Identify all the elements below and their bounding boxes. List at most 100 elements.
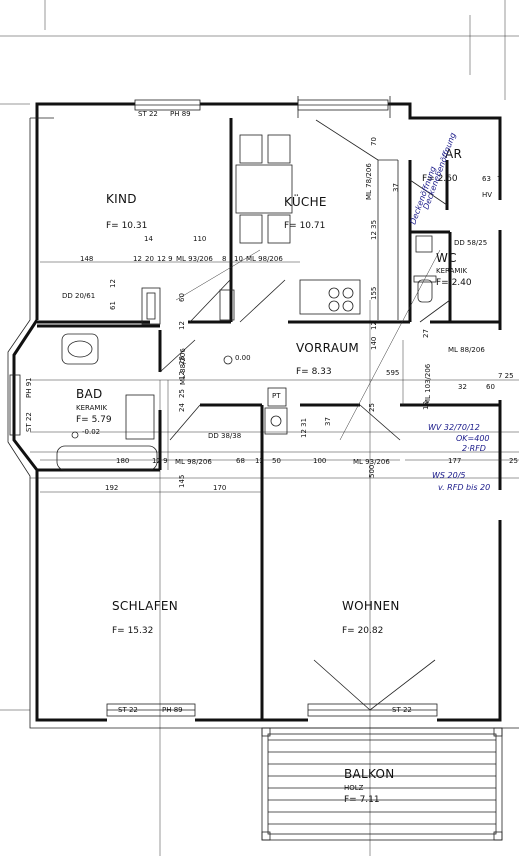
- svg-text:12: 12: [178, 371, 186, 380]
- outer-walls: [7, 96, 519, 729]
- svg-text:10: 10: [234, 255, 243, 263]
- svg-text:ML 98/206: ML 98/206: [175, 458, 212, 466]
- svg-text:12: 12: [255, 457, 264, 465]
- room-area-wc: F= 2.40: [436, 278, 472, 288]
- room-area-schlafen: F= 15.32: [112, 626, 153, 636]
- svg-text:12: 12: [109, 279, 117, 288]
- room-kind: KIND F= 10.31: [106, 192, 147, 231]
- svg-text:ML 88/206: ML 88/206: [179, 348, 187, 385]
- balcony: [261, 727, 503, 841]
- room-wohnen: WOHNEN F= 20.82: [342, 599, 399, 636]
- svg-text:v. RFD bis 20: v. RFD bis 20: [438, 483, 490, 492]
- window-schlafen: ST 22 PH 89: [106, 703, 196, 717]
- svg-text:PH 91: PH 91: [25, 377, 33, 398]
- svg-text:155: 155: [370, 287, 378, 300]
- svg-text:ML 88/206: ML 88/206: [448, 346, 485, 354]
- dimension-lines: [40, 249, 519, 493]
- svg-text:100: 100: [313, 457, 326, 465]
- room-area-wohnen: F= 20.82: [342, 626, 383, 636]
- svg-text:27: 27: [422, 329, 430, 338]
- room-material-wc: KERAMIK: [436, 267, 467, 275]
- svg-text:WS 20/5: WS 20/5: [432, 471, 466, 480]
- room-name-kind: KIND: [106, 192, 137, 206]
- svg-text:170: 170: [213, 484, 226, 492]
- svg-text:12: 12: [133, 255, 142, 263]
- room-area-kind: F= 10.31: [106, 221, 147, 231]
- window-kueche: [297, 99, 389, 111]
- svg-text:177: 177: [448, 457, 461, 465]
- svg-text:HV: HV: [482, 191, 492, 199]
- svg-text:PT: PT: [272, 392, 281, 400]
- room-material-balkon: HOLZ: [344, 784, 364, 792]
- svg-text:60: 60: [486, 383, 495, 391]
- svg-text:180: 180: [116, 457, 129, 465]
- level-vorraum: 0.00: [235, 354, 251, 362]
- svg-text:20: 20: [145, 255, 154, 263]
- svg-text:7 25: 7 25: [498, 372, 514, 380]
- svg-text:10: 10: [422, 401, 430, 410]
- svg-text:148: 148: [80, 255, 93, 263]
- svg-text:37: 37: [392, 183, 400, 192]
- room-area-vorraum: F= 8.33: [296, 367, 332, 377]
- kitchen-furniture: [235, 119, 399, 320]
- room-ar: AR F= 2.60: [422, 147, 462, 184]
- svg-text:ST 22: ST 22: [138, 110, 158, 118]
- room-area-balkon: F= 7.11: [344, 795, 380, 805]
- room-area-bad: F= 5.79: [76, 415, 112, 425]
- window-wohnen: ST 22: [307, 703, 438, 717]
- svg-text:25: 25: [509, 457, 518, 465]
- room-name-vorraum: VORRAUM: [296, 341, 359, 355]
- svg-text:145: 145: [178, 475, 186, 488]
- room-name-bad: BAD: [76, 387, 103, 401]
- svg-text:61: 61: [109, 301, 117, 310]
- room-wc: WC KERAMIK F= 2.40: [436, 251, 472, 288]
- svg-text:50: 50: [272, 457, 281, 465]
- svg-text:ML 93/206: ML 93/206: [176, 255, 213, 263]
- svg-text:12: 12: [178, 321, 186, 330]
- room-area-ar: F= 2.60: [422, 174, 458, 184]
- room-balkon: BALKON HOLZ F= 7.11: [344, 767, 395, 805]
- window-kind: ST 22 PH 89: [134, 99, 201, 118]
- room-bad: BAD KERAMIK F= 5.79 -0.02: [76, 387, 112, 436]
- svg-text:8: 8: [222, 255, 226, 263]
- svg-text:28: 28: [178, 356, 186, 365]
- svg-text:595: 595: [386, 369, 399, 377]
- room-name-ar: AR: [445, 147, 462, 161]
- dimension-numbers: 148 12 20 12 9 110 14 8 10 70 12 35 37 1…: [80, 137, 518, 492]
- svg-text:192: 192: [105, 484, 118, 492]
- svg-text:2·RFD: 2·RFD: [462, 444, 486, 453]
- svg-text:12 9: 12 9: [152, 457, 168, 465]
- room-kueche: KÜCHE F= 10.71: [284, 193, 327, 231]
- door-swings: [159, 179, 451, 711]
- svg-text:70: 70: [370, 137, 378, 146]
- svg-text:500: 500: [368, 465, 376, 478]
- room-vorraum: VORRAUM F= 8.33 0.00: [223, 341, 359, 377]
- svg-text:ST 22: ST 22: [25, 412, 33, 432]
- room-material-bad: KERAMIK: [76, 404, 107, 412]
- room-name-balkon: BALKON: [344, 767, 395, 781]
- room-name-schlafen: SCHLAFEN: [112, 599, 178, 613]
- level-bad: -0.02: [82, 428, 100, 436]
- opening-labels: DD 20/61 ML 93/206 ML 98/206 ML 78/206 D…: [62, 163, 492, 466]
- svg-text:WV 32/70/12: WV 32/70/12: [428, 423, 480, 432]
- svg-text:ML 78/206: ML 78/206: [365, 163, 373, 200]
- svg-text:DD 20/61: DD 20/61: [62, 292, 95, 300]
- wc-fixtures: [413, 275, 437, 303]
- room-name-wc: WC: [436, 251, 457, 265]
- bathroom-fixtures: [56, 333, 158, 471]
- svg-text:ST 22: ST 22: [118, 706, 138, 714]
- svg-text:60: 60: [178, 293, 186, 302]
- svg-text:63: 63: [482, 175, 491, 183]
- svg-text:12 9: 12 9: [157, 255, 173, 263]
- svg-text:DD 38/38: DD 38/38: [208, 432, 241, 440]
- svg-text:25: 25: [368, 403, 376, 412]
- window-bad: ST 22 PH 91: [9, 374, 33, 436]
- svg-text:32: 32: [458, 383, 467, 391]
- svg-text:ML 93/206: ML 93/206: [353, 458, 390, 466]
- svg-text:110: 110: [193, 235, 206, 243]
- room-schlafen: SCHLAFEN F= 15.32: [112, 599, 178, 636]
- svg-text:25: 25: [178, 389, 186, 398]
- shafts: [141, 235, 433, 435]
- svg-text:PH 89: PH 89: [170, 110, 191, 118]
